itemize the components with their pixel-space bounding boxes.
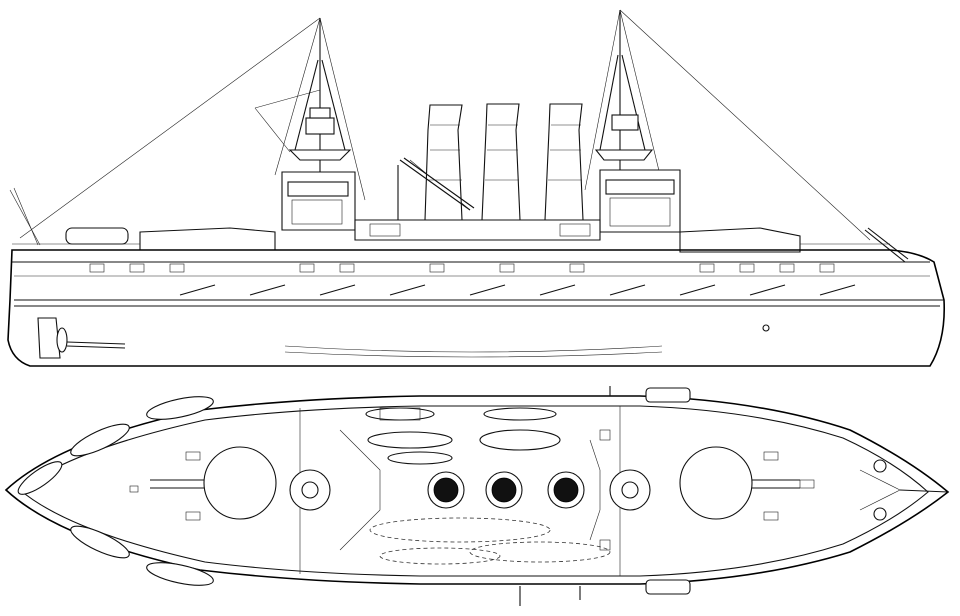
lifeboat-icon	[146, 396, 214, 420]
deck-plan	[4, 386, 950, 606]
lifeboat-icon	[17, 461, 63, 495]
gun-barrel-icon	[519, 386, 611, 606]
stowage-outline	[369, 517, 611, 565]
turret-icon	[289, 469, 331, 511]
funnel-top-icon	[485, 471, 523, 509]
lifeboat-icon	[645, 387, 691, 403]
turrets	[150, 446, 800, 520]
funnel-tops	[427, 471, 585, 509]
funnels	[424, 103, 584, 221]
side-boats	[17, 387, 691, 595]
crane-icon	[397, 157, 909, 263]
propeller-icon	[56, 327, 126, 353]
deck-fittings	[129, 429, 815, 551]
turret-icon	[150, 446, 277, 520]
lifeboat-icon	[70, 423, 130, 457]
funnel-top-icon	[547, 471, 585, 509]
main-mast	[594, 10, 681, 233]
lifeboat-icon	[146, 562, 214, 586]
deck-boats	[365, 407, 561, 465]
lifeboat-icon	[645, 579, 691, 595]
lifeboat-icon	[367, 431, 453, 449]
side-elevation	[7, 9, 946, 367]
lifeboat-icon	[65, 227, 129, 245]
funnel-icon	[424, 104, 463, 221]
rigging-lines	[9, 9, 871, 246]
gun-barrels	[179, 284, 856, 296]
superstructure	[65, 219, 801, 253]
lifeboat-icon	[70, 525, 130, 559]
anchor-icon	[859, 459, 949, 521]
ship-hull	[7, 249, 946, 367]
funnel-icon	[481, 103, 521, 221]
turret-icon	[679, 446, 800, 520]
funnel-top-icon	[427, 471, 465, 509]
funnel-icon	[544, 103, 584, 221]
rudder-icon	[37, 317, 61, 359]
portholes	[89, 263, 835, 273]
lifeboat-icon	[365, 407, 435, 421]
turret-icon	[609, 469, 651, 511]
fore-mast	[281, 18, 356, 231]
hull-outline	[4, 395, 950, 585]
